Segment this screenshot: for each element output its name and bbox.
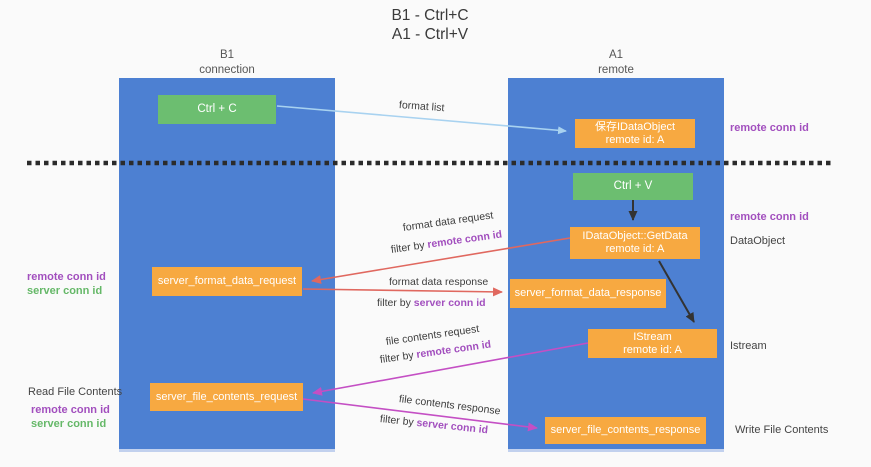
server-file-contents-request-node: server_file_contents_request — [150, 383, 303, 411]
lane-a1-subtitle: remote — [598, 64, 634, 76]
lane-header-b1: B1 connection — [119, 48, 335, 78]
file-request-filter-prefix: filter by — [379, 348, 418, 366]
server-file-contents-response-label: server_file_contents_response — [550, 424, 701, 436]
lane-a1-title: A1 — [608, 49, 624, 61]
ctrl-v-label: Ctrl + V — [613, 180, 653, 192]
left-server-conn-id-1: server conn id — [27, 285, 103, 297]
left-remote-conn-id-2: remote conn id — [31, 404, 110, 416]
right-remote-conn-id-mid: remote conn id — [730, 211, 809, 223]
file-response-filter-key: server conn id — [415, 416, 489, 437]
server-format-data-request-node: server_format_data_request — [152, 267, 302, 296]
format-request-filter-key: remote conn id — [426, 228, 503, 251]
read-file-contents-label: Read File Contents — [28, 386, 123, 398]
file-response-filter-label: filter by server conn id — [379, 413, 488, 436]
idataobject-getdata-line1: IDataObject::GetData — [582, 230, 688, 242]
file-response-filter-prefix: filter by — [379, 413, 418, 429]
file-contents-response-label: file contents response — [398, 393, 502, 418]
save-idataobject-line1: 保存IDataObject — [594, 120, 676, 133]
format-response-filter-key: server conn id — [413, 297, 486, 309]
lane-b1-title: B1 — [219, 49, 235, 61]
server-format-data-response-node: server_format_data_response — [510, 279, 666, 308]
format-data-request-label: format data request — [402, 209, 495, 234]
ctrl-v-node: Ctrl + V — [573, 173, 693, 200]
format-response-filter-label: filter by server conn id — [377, 297, 486, 309]
ctrl-c-label: Ctrl + C — [197, 103, 237, 115]
server-file-contents-request-label: server_file_contents_request — [155, 390, 298, 403]
istream-node: IStream remote id: A — [588, 329, 717, 358]
server-format-data-response-label: server_format_data_response — [514, 287, 662, 299]
diagram-title: B1 - Ctrl+C A1 - Ctrl+V — [330, 6, 530, 44]
format-response-filter-prefix: filter by — [377, 297, 414, 309]
diagram-title-line1: B1 - Ctrl+C — [391, 7, 469, 24]
server-file-contents-response-node: server_file_contents_response — [545, 417, 706, 444]
idataobject-getdata-line2: remote id: A — [605, 243, 665, 255]
lane-header-a1: A1 remote — [508, 48, 724, 78]
right-remote-conn-id-top: remote conn id — [730, 122, 809, 134]
idataobject-getdata-node: IDataObject::GetData remote id: A — [570, 227, 700, 259]
lane-b1-subtitle: connection — [199, 64, 255, 76]
write-file-contents-label: Write File Contents — [735, 424, 829, 436]
format-list-label: format list — [398, 99, 445, 115]
istream-line2: remote id: A — [623, 343, 682, 356]
save-idataobject-line2: remote id: A — [605, 133, 665, 146]
dataobject-label: DataObject — [730, 235, 786, 247]
diagram-title-line2: A1 - Ctrl+V — [391, 26, 469, 43]
istream-side-label: Istream — [730, 340, 767, 352]
left-server-conn-id-2: server conn id — [31, 418, 107, 430]
format-request-filter-prefix: filter by — [390, 238, 429, 256]
left-remote-conn-id-1: remote conn id — [27, 271, 106, 283]
save-idataobject-node: 保存IDataObject remote id: A — [575, 119, 695, 148]
server-format-data-request-label: server_format_data_request — [157, 275, 297, 287]
format-data-response-label: format data response — [389, 276, 489, 288]
istream-line1: IStream — [633, 330, 672, 343]
ctrl-c-node: Ctrl + C — [158, 95, 276, 124]
